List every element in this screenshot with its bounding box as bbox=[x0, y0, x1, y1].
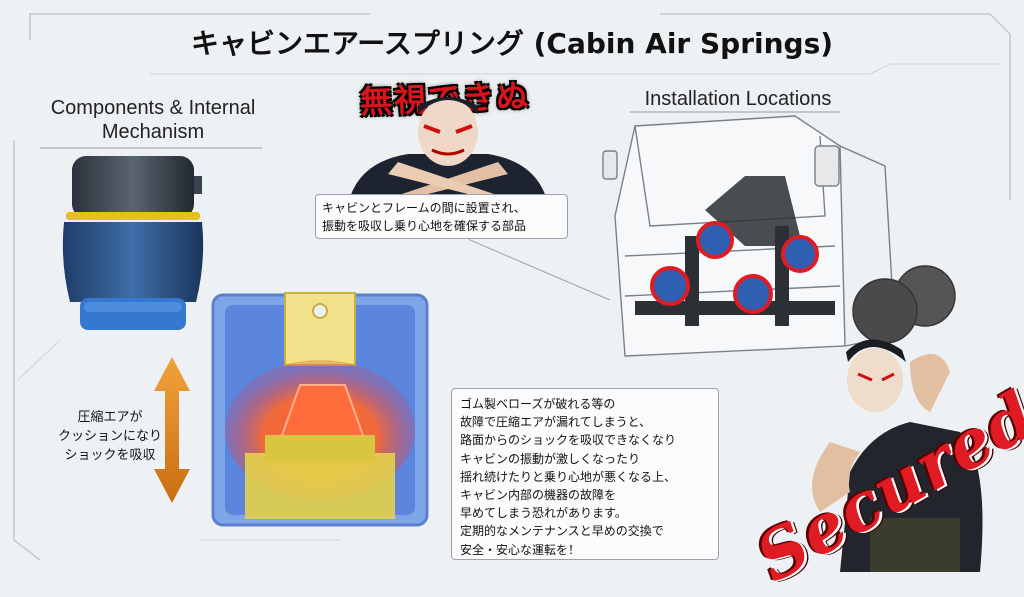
failure-warning-callout: ゴム製ベローズが破れる等の 故障で圧縮エアが漏れてしまうと、 路面からのショック… bbox=[451, 388, 719, 560]
page-title: キャビンエアースプリング (Cabin Air Springs) bbox=[190, 27, 834, 60]
frame-decoration bbox=[13, 13, 1011, 561]
installation-heading: Installation Locations bbox=[644, 88, 832, 110]
truck-illustration bbox=[602, 115, 956, 357]
character-crossed-arms bbox=[348, 97, 548, 204]
air-spring-illustration bbox=[62, 156, 204, 330]
compressed-air-label: 圧縮エアが クッションになり ショックを吸収 bbox=[57, 410, 162, 463]
mount-markers bbox=[650, 221, 819, 314]
double-arrow-icon bbox=[154, 357, 190, 503]
components-heading: Components & Internal Mechanism bbox=[50, 97, 256, 143]
cross-section-illustration bbox=[211, 292, 429, 527]
description-callout: キャビンとフレームの間に設置され、 振動を吸収し乗り心地を確保する部品 bbox=[315, 194, 568, 239]
character-fighting-pose bbox=[812, 339, 983, 572]
